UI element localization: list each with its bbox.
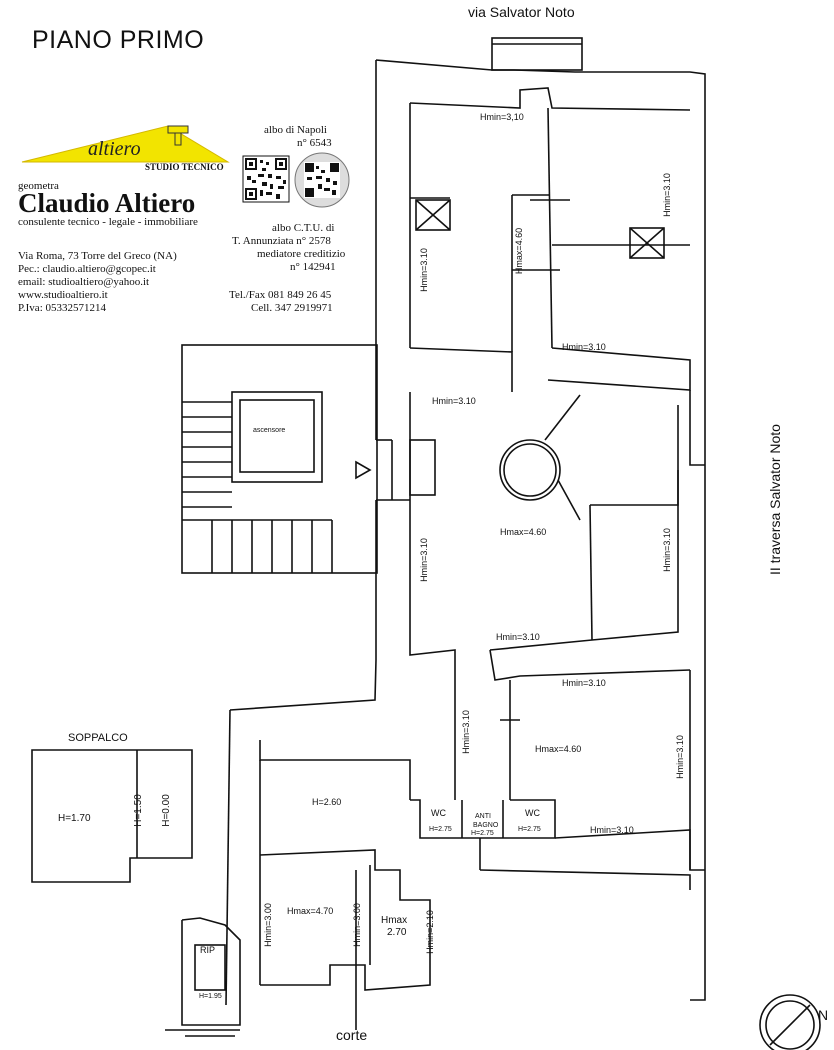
label-anti: ANTI — [475, 813, 491, 820]
label-center-right: Hmin=3.10 — [661, 528, 672, 572]
albo-napoli-number: n° 6543 — [297, 137, 332, 149]
label-lower-right: Hmin=3.10 — [674, 735, 685, 779]
studio-web: www.studioaltiero.it — [18, 289, 108, 301]
circular-stair — [499, 439, 561, 501]
label-soppalco: SOPPALCO — [68, 732, 128, 744]
label-hmax-small: Hmax — [381, 915, 408, 926]
label-sop-h150: H=1.50 — [132, 794, 144, 827]
label-sop-h000: H=0.00 — [160, 794, 172, 827]
studio-subtitle: consulente tecnico - legale - immobiliar… — [18, 216, 198, 228]
label-lower-top: Hmin=3.10 — [562, 678, 606, 688]
label-wc2-h: H=2.75 — [518, 826, 541, 833]
studio-pec: Pec.: claudio.altiero@gcopec.it — [18, 263, 156, 275]
label-sop-h170: H=1.70 — [58, 813, 91, 824]
label-top-room: Hmin=3,10 — [480, 112, 524, 122]
studio-role: geometra — [18, 180, 59, 192]
page-title: PIANO PRIMO — [32, 26, 205, 54]
mediatore: mediatore creditizio — [257, 248, 346, 260]
label-bagno-h: H=2.75 — [471, 830, 494, 837]
label-lower-hmax: Hmax=4.60 — [535, 744, 582, 754]
label-corridor: Hmin=3.10 — [432, 396, 476, 406]
label-top-right-bottom: Hmin=3.10 — [562, 342, 606, 352]
shaft-right — [629, 227, 665, 259]
studio-cell: Cell. 347 2919971 — [251, 302, 333, 314]
studio-tel: Tel./Fax 081 849 26 45 — [229, 289, 332, 301]
studio-email: email: studioaltiero@yahoo.it — [18, 276, 150, 288]
label-hmin300b: Hmin=3.00 — [351, 903, 362, 947]
compass — [759, 994, 821, 1050]
label-rip: RIP — [200, 945, 216, 955]
studio-address: Via Roma, 73 Torre del Greco (NA) — [18, 250, 177, 262]
label-top-right-v: Hmin=3.10 — [661, 173, 672, 217]
logo-subtitle: STUDIO TECNICO — [145, 162, 224, 172]
shaft-left — [415, 199, 451, 231]
north-label: N — [818, 1007, 829, 1023]
entrance-arrow — [355, 460, 372, 480]
label-top-hmax: Hmax=4.60 — [514, 227, 525, 275]
outer-wall — [375, 59, 706, 1001]
logo-word: altiero — [88, 138, 141, 160]
label-center-left: Hmin=3.10 — [418, 538, 429, 582]
street-label-top: via Salvator Noto — [468, 4, 575, 20]
label-center-bottom: Hmin=3.10 — [496, 632, 540, 642]
albo-napoli: albo di Napoli — [264, 124, 327, 136]
label-ascensore: ascensore — [253, 427, 286, 434]
label-rip-h: H=1.95 — [199, 993, 222, 1000]
label-hmax-small-value: 2.70 — [387, 927, 407, 938]
label-wc1-h: H=2.75 — [429, 826, 452, 833]
courtyard-label: corte — [336, 1027, 368, 1043]
label-center-hmax: Hmax=4.60 — [500, 527, 547, 537]
soppalco-outline — [31, 749, 193, 883]
qr-code-right — [294, 152, 350, 208]
studio-name: Claudio Altiero — [18, 188, 196, 218]
top-balcony — [491, 37, 583, 71]
label-wc2: WC — [525, 808, 540, 818]
label-h260: H=2.60 — [312, 797, 342, 807]
albo-ctu-place: T. Annunziata n° 2578 — [232, 235, 331, 247]
stair-block — [181, 344, 378, 574]
studio-piva: P.Iva: 05332571214 — [18, 302, 106, 314]
label-bagno: BAGNO — [473, 822, 499, 829]
albo-ctu: albo C.T.U. di — [272, 222, 335, 234]
qr-code-left — [242, 155, 290, 203]
label-top-left-v: Hmin=3.10 — [418, 248, 429, 292]
label-lower-bottom: Hmin=3.10 — [590, 825, 634, 835]
label-hmax470: Hmax=4.70 — [287, 906, 334, 916]
label-hmin210: Hmin=2.10 — [424, 910, 435, 954]
lift-shaft — [231, 391, 323, 483]
label-lower-left: Hmin=3.10 — [460, 710, 471, 754]
label-hmin300a: Hmin=3.00 — [262, 903, 273, 947]
mediatore-number: n° 142941 — [290, 261, 336, 273]
label-wc1: WC — [431, 808, 446, 818]
